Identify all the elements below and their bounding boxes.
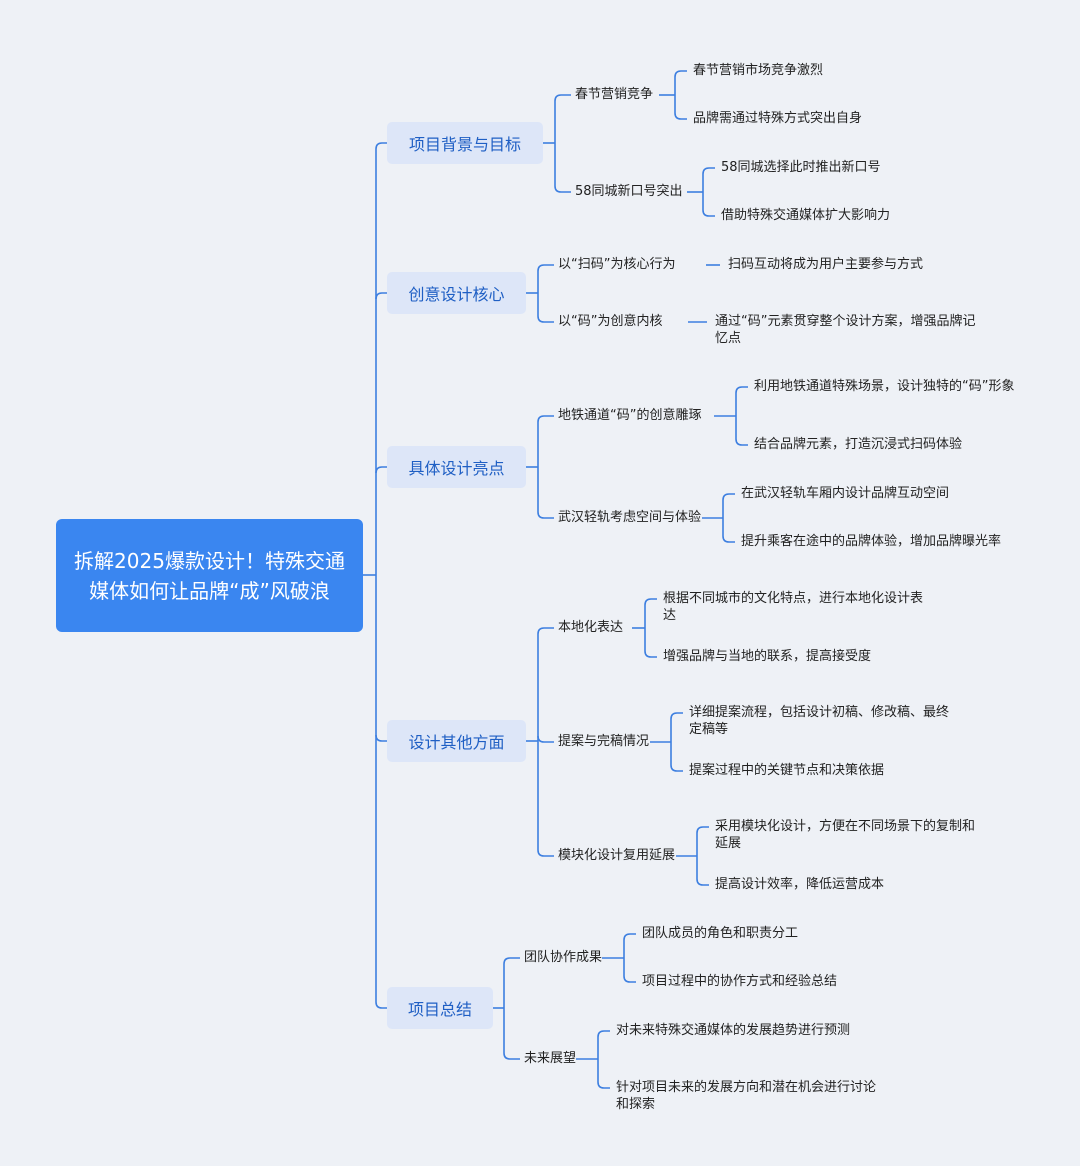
branch-topic: 具体设计亮点	[387, 446, 526, 488]
subtopic: 以“码”为创意内核	[558, 314, 663, 329]
detail-item: 项目过程中的协作方式和经验总结	[642, 974, 838, 989]
detail-item: 借助特殊交通媒体扩大影响力	[721, 208, 891, 223]
subtopic: 团队协作成果	[524, 950, 603, 965]
subtopic: 地铁通道“码”的创意雕琢	[558, 408, 702, 423]
subtopic: 武汉轻轨考虑空间与体验	[558, 510, 702, 525]
detail-item: 提升乘客在途中的品牌体验，增加品牌曝光率	[741, 534, 1002, 549]
subtopic: 未来展望	[524, 1051, 577, 1066]
subtopic: 58同城新口号突出	[575, 184, 683, 199]
detail-item: 增强品牌与当地的联系，提高接受度	[663, 649, 872, 664]
subtopic: 提案与完稿情况	[558, 734, 650, 749]
subtopic: 本地化表达	[558, 620, 624, 635]
branch-topic: 项目总结	[387, 987, 493, 1029]
detail-item: 详细提案流程，包括设计初稿、修改稿、最终定稿等	[689, 705, 950, 737]
detail-item: 对未来特殊交通媒体的发展趋势进行预测	[616, 1023, 851, 1038]
detail-item: 采用模块化设计，方便在不同场景下的复制和延展	[715, 819, 976, 851]
branch-topic: 项目背景与目标	[387, 122, 543, 164]
detail-item: 提高设计效率，降低运营成本	[715, 877, 885, 892]
detail-item: 春节营销市场竞争激烈	[693, 63, 824, 78]
subtopic: 模块化设计复用延展	[558, 848, 676, 863]
detail-item: 提案过程中的关键节点和决策依据	[689, 763, 885, 778]
detail-item: 利用地铁通道特殊场景，设计独特的“码”形象	[754, 379, 1015, 394]
detail-item: 58同城选择此时推出新口号	[721, 160, 881, 175]
subtopic: 春节营销竞争	[575, 87, 654, 102]
branch-topic: 创意设计核心	[387, 272, 526, 314]
detail-item: 结合品牌元素，打造沉浸式扫码体验	[754, 437, 963, 452]
detail-item: 扫码互动将成为用户主要参与方式	[728, 257, 924, 272]
detail-item: 针对项目未来的发展方向和潜在机会进行讨论和探索	[616, 1080, 877, 1112]
branch-topic: 设计其他方面	[387, 720, 526, 762]
detail-item: 根据不同城市的文化特点，进行本地化设计表达	[663, 591, 924, 623]
root-topic: 拆解2025爆款设计！特殊交通媒体如何让品牌“成”风破浪	[56, 519, 363, 632]
subtopic: 以“扫码”为核心行为	[558, 257, 676, 272]
detail-item: 品牌需通过特殊方式突出自身	[693, 111, 863, 126]
detail-item: 团队成员的角色和职责分工	[642, 926, 799, 941]
detail-item: 通过“码”元素贯穿整个设计方案，增强品牌记忆点	[715, 314, 976, 346]
detail-item: 在武汉轻轨车厢内设计品牌互动空间	[741, 486, 950, 501]
